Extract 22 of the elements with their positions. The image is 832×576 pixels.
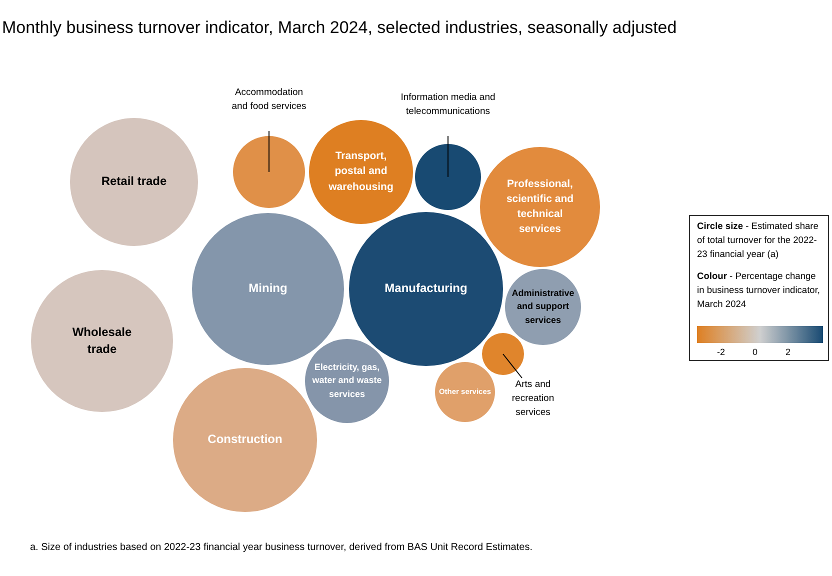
industry-bubble	[482, 333, 524, 375]
bubble-label: Wholesale trade	[71, 324, 133, 358]
scale-tick-label: 2	[786, 346, 790, 359]
color-scale-bar	[697, 326, 823, 343]
bubble-label: Manufacturing	[384, 280, 468, 298]
scale-tick-label: -2	[717, 346, 725, 359]
legend-panel	[689, 215, 829, 361]
industry-label: Accommodation and food services	[228, 86, 310, 114]
legend-text: Circle size - Estimated share of total turnover for the 2022-23 financial year (a)	[697, 220, 820, 261]
bubble-label: Transport, postal and warehousing	[328, 149, 394, 195]
bubble-label: Administrative and support services	[510, 287, 576, 327]
bubble-label: Professional, scientific and technical services	[505, 176, 575, 238]
scale-tick-label: 0	[752, 346, 758, 359]
chart-title: Monthly business turnover indicator, March 2024, selected industries, seasonally adjusted	[2, 18, 677, 38]
bubble-label: Mining	[248, 280, 288, 298]
industry-label: Arts and recreation services	[500, 378, 566, 420]
footnote: a. Size of industries based on 2022-23 financial year business turnover, derived from BAS Unit Record Estimates.	[30, 542, 532, 553]
legend-text: Colour - Percentage change in business turnover indicator, March 2024	[697, 270, 821, 311]
bubble-label: Electricity, gas, water and waste services	[311, 361, 383, 401]
industry-label: Information media and telecommunications	[396, 91, 500, 119]
bubble-label: Retail trade	[101, 173, 167, 190]
bubble-label: Construction	[208, 431, 282, 448]
